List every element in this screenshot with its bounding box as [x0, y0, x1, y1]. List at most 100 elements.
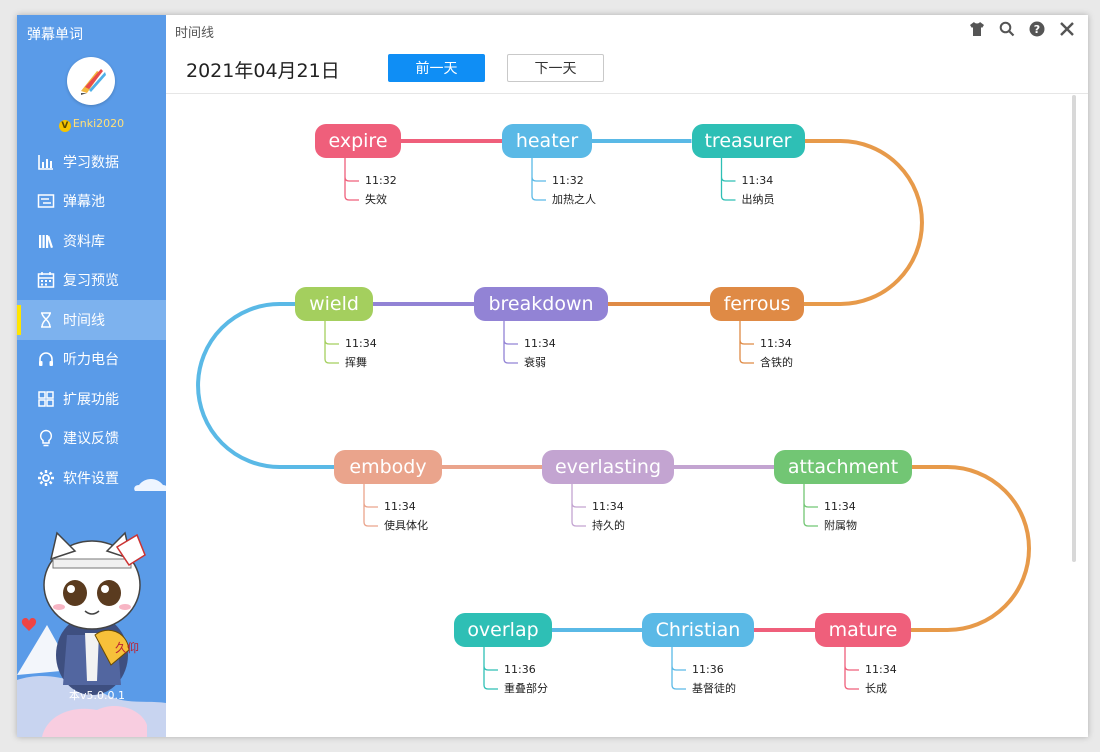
timeline-word-pill[interactable]: mature: [815, 613, 911, 647]
timeline-word-meta: 11:34 使具体化: [384, 497, 428, 535]
sidebar-item-radio[interactable]: 听力电台: [17, 340, 166, 380]
word-meaning: 重叠部分: [504, 682, 548, 695]
close-icon[interactable]: [1058, 20, 1076, 38]
window-controls: ?: [968, 20, 1076, 38]
grid-icon: [35, 388, 57, 410]
timeline-word-meta: 11:34 附属物: [824, 497, 857, 535]
word-meaning: 衰弱: [524, 356, 546, 369]
timeline-curve: [196, 302, 334, 469]
sidebar-item-barrage-pool[interactable]: 弹幕池: [17, 182, 166, 222]
timeline-word-meta: 11:36 基督徒的: [692, 660, 736, 698]
sidebar-item-label: 资料库: [63, 233, 105, 250]
word-time: 11:36: [504, 663, 536, 676]
svg-text:?: ?: [1034, 23, 1040, 36]
sidebar-item-label: 学习数据: [63, 154, 119, 171]
word-time: 11:32: [365, 174, 397, 187]
word-meaning: 挥舞: [345, 356, 367, 369]
meta-bracket: [720, 158, 736, 201]
timeline-word-meta: 11:36 重叠部分: [504, 660, 548, 698]
word-time: 11:34: [741, 174, 774, 187]
meta-bracket: [503, 321, 518, 364]
word-meaning: 长成: [865, 682, 887, 695]
vip-badge-icon: V: [58, 120, 71, 132]
timeline-word-pill[interactable]: everlasting: [542, 450, 674, 484]
app-logo: [67, 57, 115, 105]
word-meaning: 失效: [365, 193, 387, 206]
word-meaning: 出纳员: [741, 193, 775, 206]
meta-bracket: [531, 158, 546, 201]
word-meaning: 基督徒的: [692, 682, 736, 695]
timeline-curve: [804, 139, 924, 306]
timeline-word-pill[interactable]: expire: [315, 124, 401, 158]
lightbulb-icon: [35, 427, 57, 449]
timeline-word-pill[interactable]: ferrous: [710, 287, 804, 321]
sidebar-item-library[interactable]: 资料库: [17, 221, 166, 261]
word-meaning: 加热之人: [552, 193, 596, 206]
meta-bracket: [571, 484, 586, 527]
calendar-icon: [35, 269, 57, 291]
headphones-icon: [35, 348, 57, 370]
sidebar-item-extensions[interactable]: 扩展功能: [17, 379, 166, 419]
sidebar-nav: 学习数据 弹幕池 资料库 复习预览: [17, 142, 166, 498]
timeline-word-pill[interactable]: breakdown: [474, 287, 608, 321]
sidebar-item-study-data[interactable]: 学习数据: [17, 142, 166, 182]
word-time: 11:34: [384, 500, 416, 513]
timeline-word-meta: 11:34 衰弱: [524, 334, 556, 372]
timeline-word-meta: 11:34 出纳员: [742, 171, 775, 209]
word-time: 11:34: [592, 500, 624, 513]
sidebar-item-review-preview[interactable]: 复习预览: [17, 261, 166, 301]
word-meaning: 使具体化: [384, 519, 428, 532]
meta-bracket: [739, 321, 754, 364]
meta-bracket: [844, 647, 859, 690]
timeline-word-pill[interactable]: heater: [502, 124, 592, 158]
sidebar-item-label: 听力电台: [63, 352, 119, 369]
timeline-word-pill[interactable]: attachment: [774, 450, 912, 484]
meta-bracket: [803, 484, 818, 527]
next-day-button[interactable]: 下一天: [507, 54, 604, 82]
sidebar-item-timeline[interactable]: 时间线: [17, 300, 166, 340]
app-name: 弹幕单词: [27, 27, 83, 43]
sidebar-item-label: 软件设置: [63, 470, 119, 487]
word-time: 11:34: [760, 337, 792, 350]
help-icon[interactable]: ?: [1028, 20, 1046, 38]
meta-bracket: [363, 484, 378, 527]
header-divider: [166, 93, 1088, 94]
version-label: 本v5.0.0.1: [69, 689, 125, 702]
meta-bracket: [324, 321, 339, 364]
timeline-word-meta: 11:32 失效: [365, 171, 397, 209]
gear-icon: [35, 467, 57, 489]
sidebar-item-label: 复习预览: [63, 273, 119, 290]
timeline-word-pill[interactable]: wield: [295, 287, 373, 321]
word-time: 11:34: [524, 337, 556, 350]
timeline-canvas: [196, 139, 1031, 690]
sidebar-item-settings[interactable]: 软件设置: [17, 458, 166, 498]
prev-day-button[interactable]: 前一天: [388, 54, 485, 82]
sidebar-item-label: 扩展功能: [63, 391, 119, 408]
word-time: 11:36: [692, 663, 724, 676]
meta-bracket: [671, 647, 686, 690]
sidebar-item-feedback[interactable]: 建议反馈: [17, 419, 166, 459]
shirt-icon[interactable]: [968, 20, 986, 38]
timeline-word-pill[interactable]: treasurer: [691, 124, 805, 158]
timeline-curve: [911, 465, 1031, 632]
word-meaning: 附属物: [824, 519, 857, 532]
timeline-word-pill[interactable]: Christian: [642, 613, 754, 647]
bar-chart-icon: [35, 151, 57, 173]
search-icon[interactable]: [998, 20, 1016, 38]
hourglass-icon: [35, 309, 57, 331]
window-title: 时间线: [175, 26, 215, 41]
barrage-icon: [35, 190, 57, 212]
mascot-illustration: 久仰: [17, 479, 166, 737]
timeline-word-pill[interactable]: embody: [334, 450, 442, 484]
meta-bracket: [344, 158, 359, 201]
vertical-scrollbar[interactable]: [1072, 95, 1076, 562]
word-time: 11:34: [824, 500, 856, 513]
timeline-word-pill[interactable]: overlap: [454, 613, 552, 647]
sidebar-item-label: 时间线: [63, 312, 105, 329]
